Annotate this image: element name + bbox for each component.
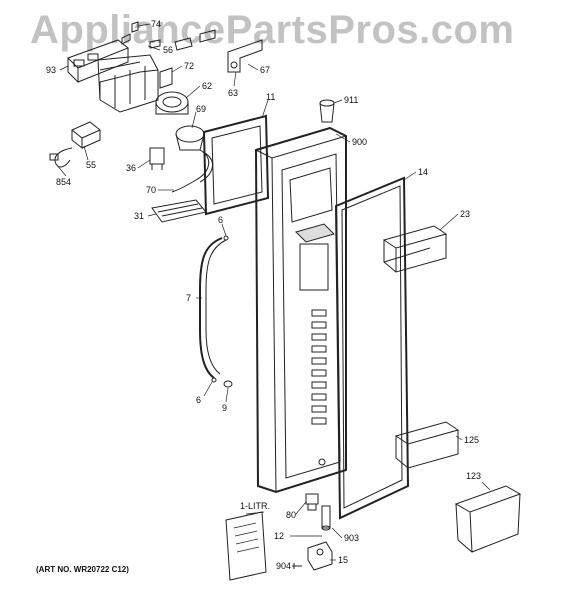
callout-911: 911 — [344, 95, 358, 105]
callout-67: 67 — [260, 65, 270, 75]
part-handle-7 — [199, 235, 233, 388]
callout-80: 80 — [286, 510, 296, 520]
part-switch-55 — [71, 121, 101, 150]
part-bin-123 — [454, 485, 522, 553]
watermark-logo: AppliancePartsPros.com — [30, 8, 515, 52]
part-grille-31 — [151, 199, 207, 223]
callout-72: 72 — [184, 61, 194, 71]
callout-903: 903 — [344, 533, 359, 543]
part-bracket-67 — [227, 39, 263, 73]
part-harness-70 — [171, 149, 213, 193]
callout-900: 900 — [352, 137, 367, 147]
callout-1-litr: 1-LITR. — [240, 501, 270, 511]
part-housing-69 — [175, 125, 205, 151]
part-control-72 — [159, 67, 173, 89]
callout-69: 69 — [196, 104, 206, 114]
callout-55: 55 — [86, 160, 96, 170]
callout-9: 9 — [222, 403, 227, 413]
callout-70: 70 — [146, 185, 156, 195]
part-solenoid-36 — [149, 147, 165, 170]
door-shelf-slots — [311, 309, 327, 425]
part-tube-12 — [321, 505, 331, 531]
part-cap-911 — [319, 99, 335, 123]
callout-904: 904 — [276, 561, 291, 571]
part-gasket-14 — [334, 176, 410, 520]
part-card-1-litr — [225, 511, 267, 581]
callout-6-bottom: 6 — [196, 395, 201, 405]
callout-15: 15 — [338, 555, 348, 565]
callout-854: 854 — [56, 177, 71, 187]
part-motor-62 — [155, 91, 189, 115]
part-small-clips — [121, 21, 216, 51]
callout-125: 125 — [464, 435, 479, 445]
callout-labels: 74 56 93 72 62 63 67 69 11 911 900 55 85… — [46, 19, 481, 571]
callout-62: 62 — [202, 81, 212, 91]
art-number: (ART NO. WR20722 C12) — [36, 565, 129, 574]
callout-123: 123 — [466, 471, 481, 481]
part-screw-904 — [292, 563, 302, 569]
callout-74: 74 — [151, 19, 161, 29]
part-door-900 — [254, 126, 347, 494]
callout-31: 31 — [134, 211, 144, 221]
callout-7: 7 — [186, 293, 191, 303]
callout-23: 23 — [460, 209, 470, 219]
part-bin-23 — [382, 225, 448, 273]
callout-12: 12 — [274, 531, 284, 541]
part-fitting-80 — [305, 493, 319, 511]
part-dispenser-assembly — [67, 39, 159, 113]
part-wire-854 — [49, 147, 73, 168]
leader-lines — [55, 23, 491, 561]
callout-11: 11 — [266, 92, 275, 102]
callout-63: 63 — [228, 88, 238, 98]
part-bin-125 — [394, 421, 460, 469]
part-hinge-15 — [307, 541, 333, 571]
callout-93: 93 — [46, 65, 56, 75]
callout-14: 14 — [418, 167, 428, 177]
callout-56: 56 — [163, 45, 173, 55]
callout-6-top: 6 — [218, 215, 223, 225]
callout-36: 36 — [126, 163, 136, 173]
part-frame-11 — [202, 114, 270, 216]
